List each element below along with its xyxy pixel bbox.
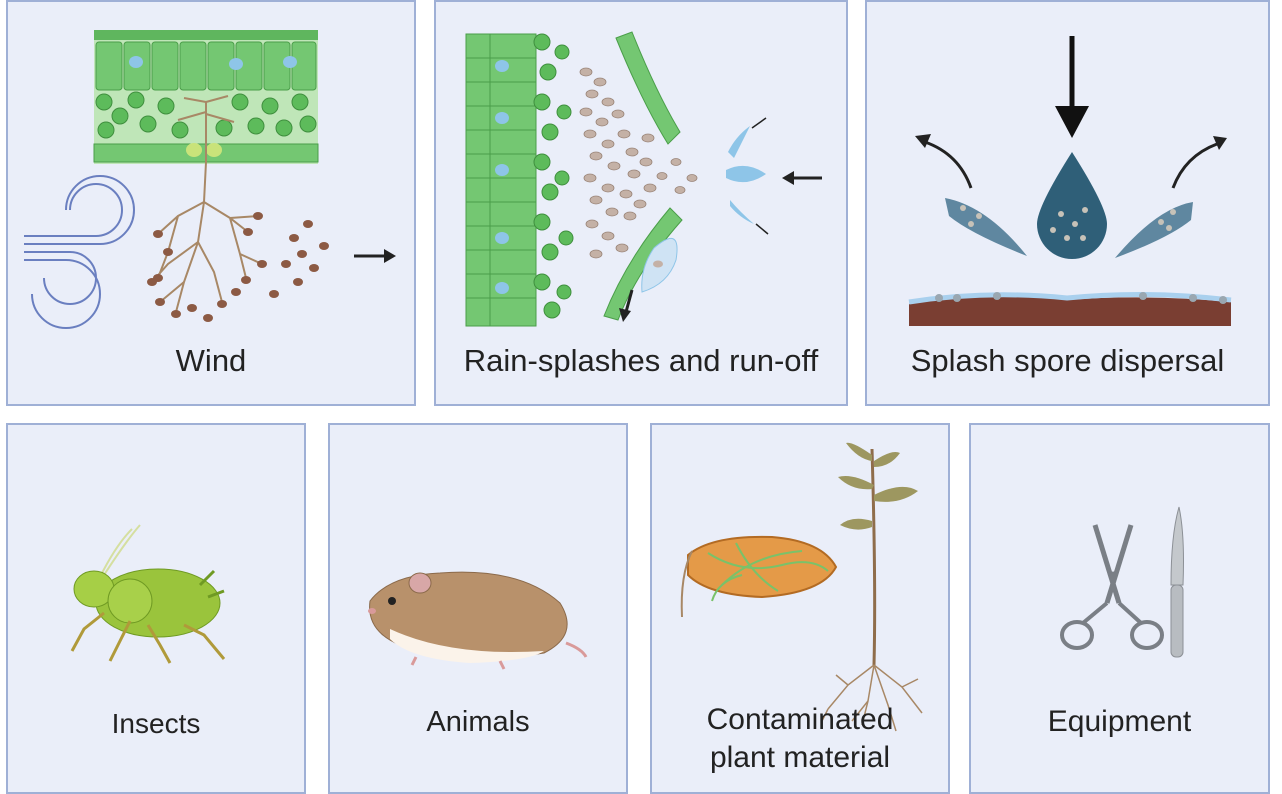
seed-icon xyxy=(682,537,836,617)
panel-label: Wind xyxy=(8,342,414,380)
scalpel-icon xyxy=(1171,507,1184,657)
panel-label: Rain-splashes and run-off xyxy=(436,342,846,380)
raindrop-icon xyxy=(1037,152,1107,259)
wind-icon xyxy=(24,176,134,328)
arrow-right-icon xyxy=(354,249,396,263)
arrow-left-icon xyxy=(782,171,822,185)
soil xyxy=(909,292,1231,326)
leaf-tissue xyxy=(466,34,573,326)
panel-insects: Insects xyxy=(6,423,306,794)
panel-splash-spore-dispersal: Splash spore dispersal xyxy=(865,0,1270,406)
panel-label-line1: Contaminated xyxy=(652,701,948,739)
panel-contaminated-plant-material: Contaminated plant material xyxy=(650,423,950,794)
panel-label-line2: plant material xyxy=(652,739,948,777)
scissors-icon xyxy=(1062,525,1162,648)
panel-rain-splashes: Rain-splashes and run-off xyxy=(434,0,848,406)
splash-drops xyxy=(726,126,766,224)
panel-equipment: Equipment xyxy=(969,423,1270,794)
panel-label: Insects xyxy=(8,705,304,743)
panel-wind: Wind xyxy=(6,0,416,406)
seedling-icon xyxy=(822,443,922,731)
panel-label: Splash spore dispersal xyxy=(867,342,1268,380)
panel-animals: Animals xyxy=(328,423,628,794)
arrow-up-right-icon xyxy=(1173,136,1227,188)
splash-right xyxy=(1115,202,1193,258)
panel-label: Animals xyxy=(330,703,626,741)
arrow-down-icon xyxy=(1055,36,1089,138)
splash-left xyxy=(945,198,1027,256)
panel-label: Equipment xyxy=(971,703,1268,741)
arrow-up-left-icon xyxy=(915,134,971,188)
